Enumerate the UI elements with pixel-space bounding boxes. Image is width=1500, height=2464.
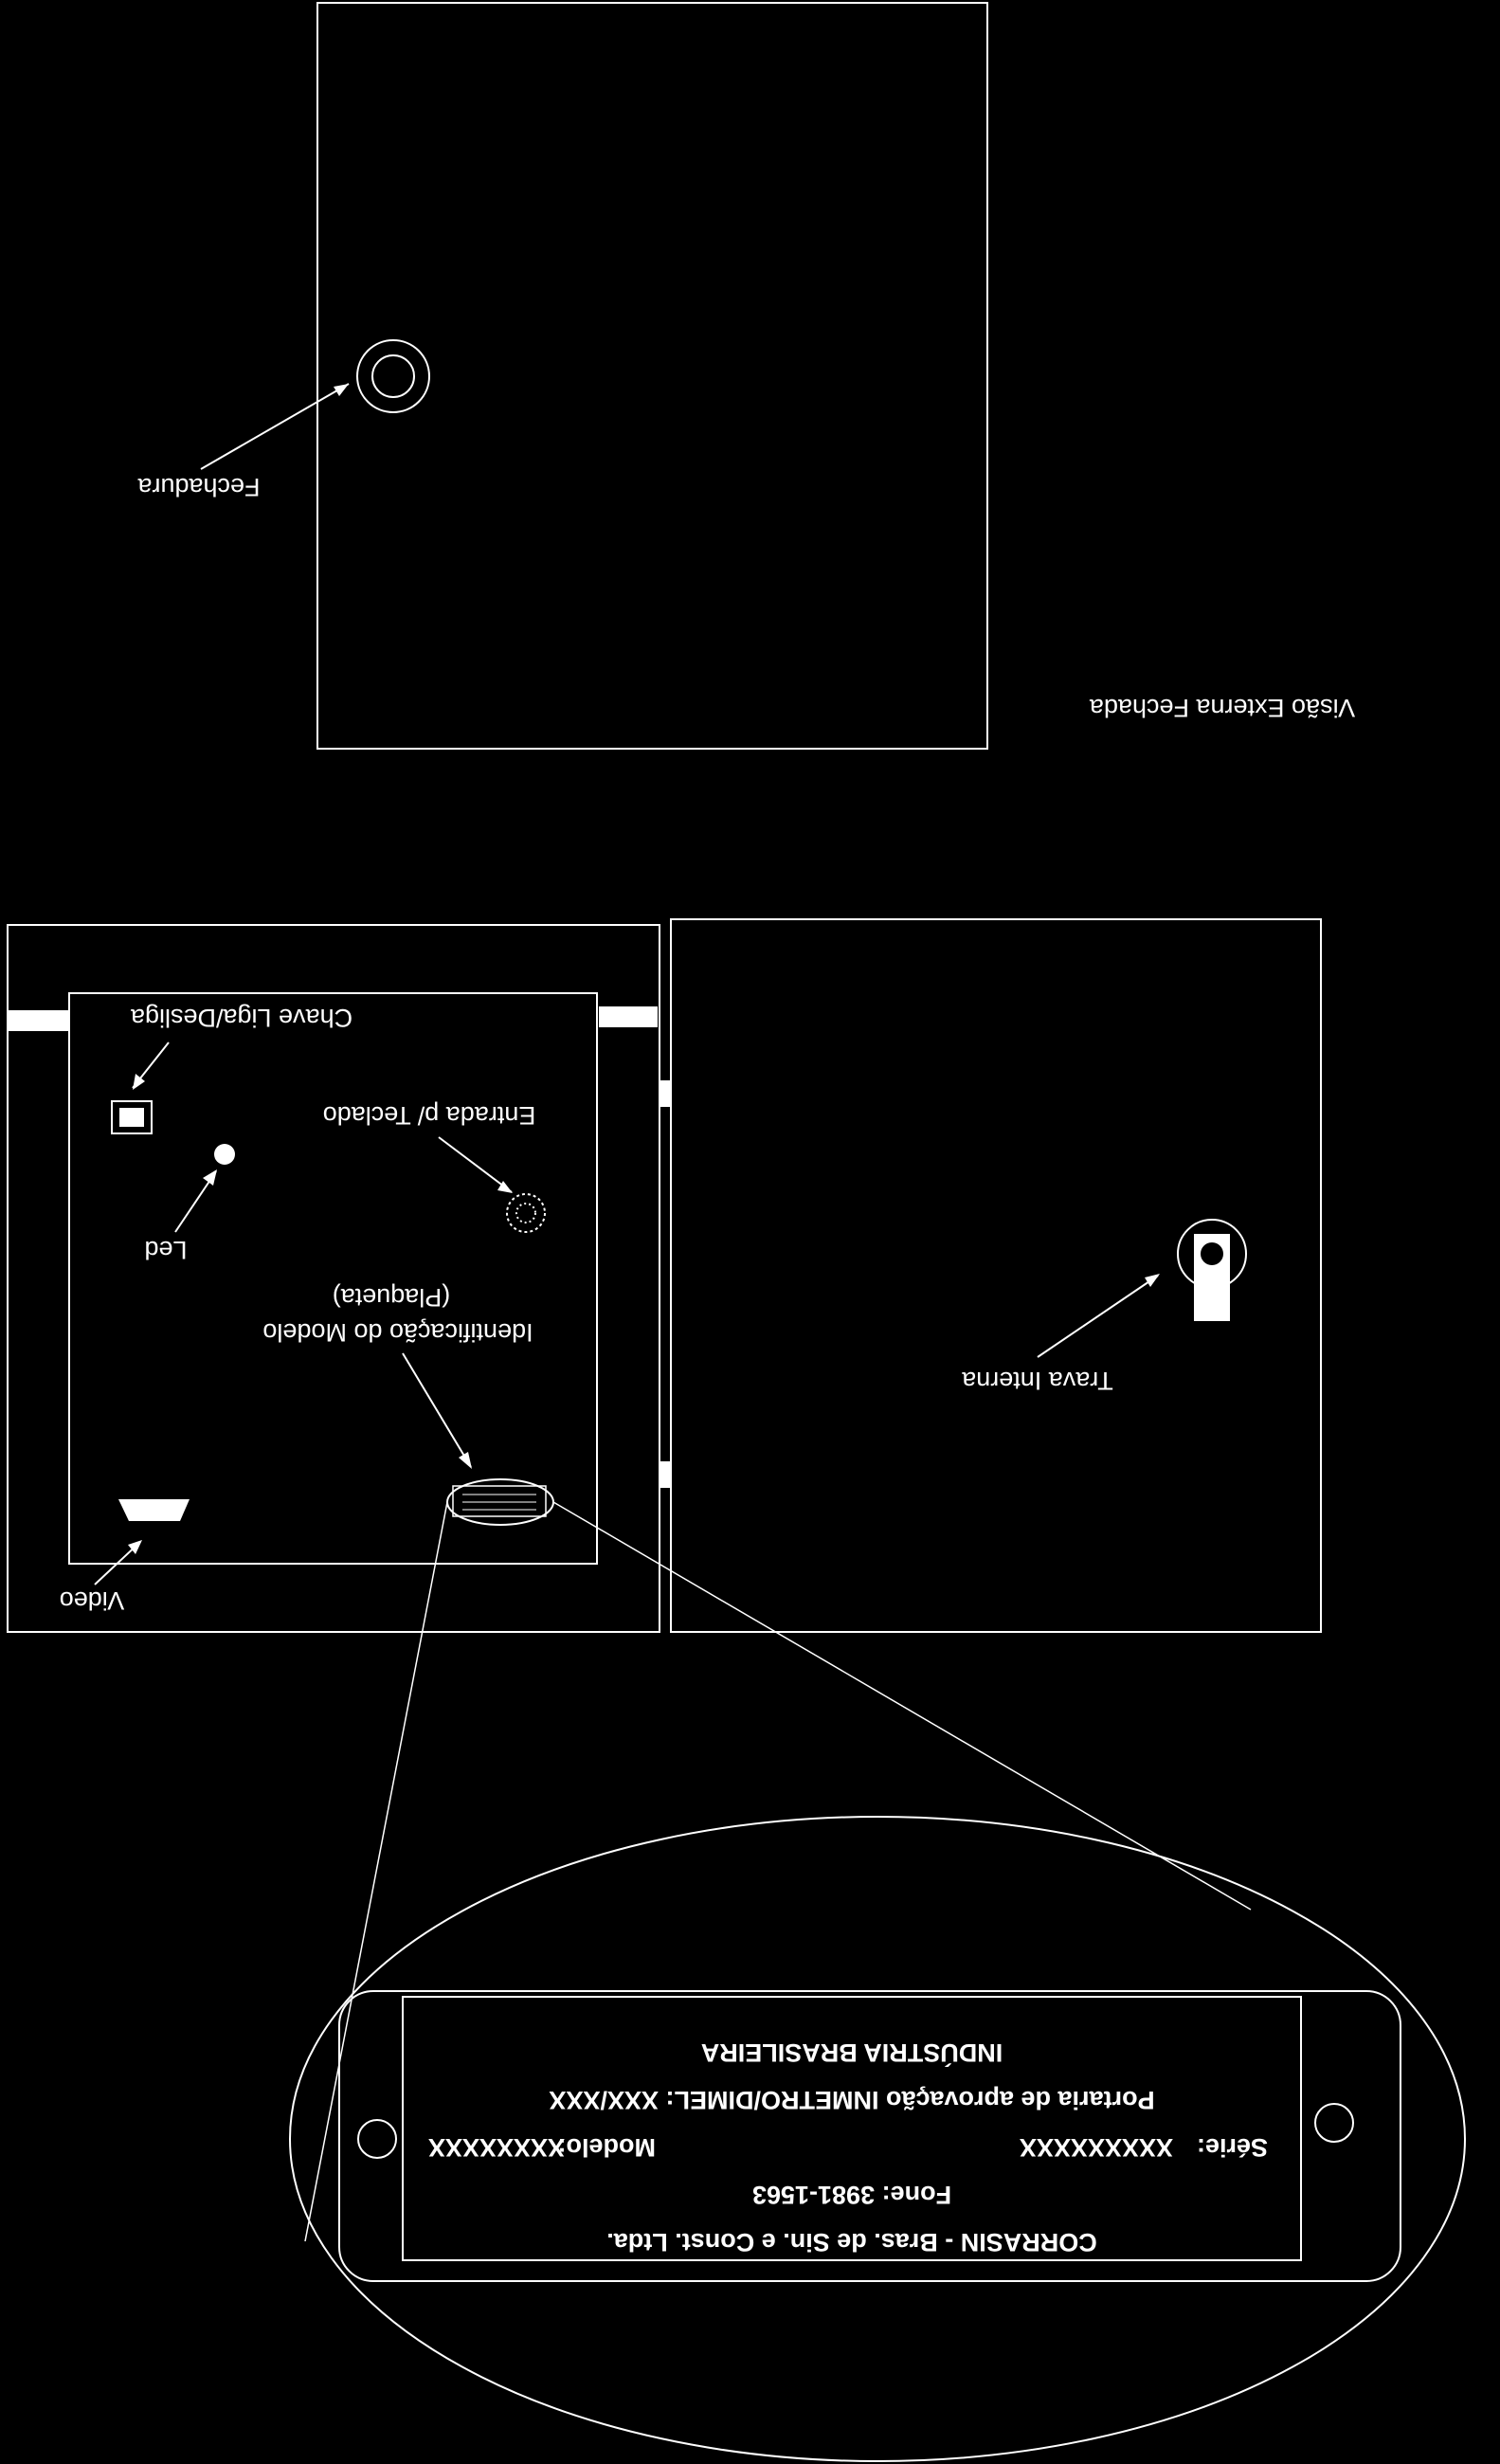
model-id-label-line1: Identificação do Modelo [262, 1318, 533, 1347]
zoom-line-left [304, 1501, 448, 2242]
model-id-leader-line [402, 1352, 472, 1468]
led-label: Led [144, 1236, 187, 1264]
plate-phone: Fone: 3981-1563 [752, 2181, 951, 2209]
external-view-caption: Visão Externa Fechada [1089, 694, 1355, 722]
plate-inner [402, 1996, 1302, 2261]
keyboard-port-icon [506, 1193, 546, 1233]
keyboard-leader-line [438, 1136, 513, 1193]
model-id-arrowhead [459, 1452, 472, 1469]
plate-serie-label: Série: [1197, 2133, 1268, 2162]
latch-label: Trava Interna [961, 1367, 1113, 1395]
led-arrowhead [203, 1169, 217, 1186]
video-display-icon [118, 1499, 190, 1521]
latch-hole [1201, 1242, 1223, 1265]
led-indicator [214, 1144, 235, 1165]
hinge-bar-right [599, 1006, 658, 1027]
door-interior-panel [670, 918, 1322, 1633]
plate-modelo-value: XXXXXXXX [428, 2133, 565, 2162]
power-switch-outer [111, 1100, 153, 1134]
door-interior-view: Trava Interna [660, 918, 1322, 1633]
plate-screw-right [1314, 2103, 1354, 2143]
zoom-line-right [552, 1501, 1252, 1911]
plate-screw-left [357, 2119, 397, 2159]
lock-outer-circle [356, 339, 430, 413]
plate-industry: INDÚSTRIA BRASILEIRA [701, 2038, 1003, 2068]
plate-outer [338, 1990, 1401, 2282]
latch-arrowhead [1145, 1274, 1160, 1287]
plate-company: CORRASIN - Bras. de Sin. e Const. Ltda. [606, 2228, 1097, 2256]
zoom-ellipse [289, 1816, 1466, 2462]
keyboard-label: Entrada p/ Teclado [323, 1101, 536, 1130]
plate-modelo-label: Modelo: [558, 2133, 656, 2162]
lock-leader-line [200, 383, 350, 470]
interior-inner-panel [68, 992, 598, 1565]
enlarged-plate-detail: CORRASIN - Bras. de Sin. e Const. Ltda. … [289, 1816, 1466, 2462]
interior-view: Chave Liga/Desliga Led Entrada p/ Teclad… [7, 924, 660, 1633]
keyboard-port-core [515, 1203, 536, 1223]
interior-outer-frame [7, 924, 660, 1633]
lock-arrowhead [334, 384, 349, 396]
latch-leader-line [1037, 1275, 1159, 1358]
lock-inner-circle [371, 354, 415, 398]
switch-arrowhead [133, 1074, 145, 1090]
plate-approval: Portaria de aprovação INMETRO/DIMEL: XXX… [549, 2086, 1154, 2114]
door-hinge-tab [660, 1080, 670, 1107]
switch-label: Chave Liga/Desliga [130, 1004, 352, 1032]
video-arrowhead [128, 1540, 142, 1554]
external-closed-view: Fechadura Visão Externa Fechada [136, 2, 1355, 750]
keyboard-arrowhead [497, 1181, 513, 1193]
door-hinge-tab [660, 1461, 670, 1488]
plate-text: CORRASIN - Bras. de Sin. e Const. Ltda. … [428, 2038, 1268, 2256]
power-switch-inner [119, 1108, 144, 1127]
plate-serie-value: XXXXXXXXX [1020, 2133, 1173, 2162]
video-label: Video [60, 1586, 125, 1615]
lock-label: Fechadura [136, 473, 260, 501]
small-plate [452, 1485, 547, 1517]
external-panel [316, 2, 988, 750]
hinge-bar-left [8, 1010, 68, 1031]
model-id-label-line2: (Plaqueta) [333, 1283, 451, 1312]
